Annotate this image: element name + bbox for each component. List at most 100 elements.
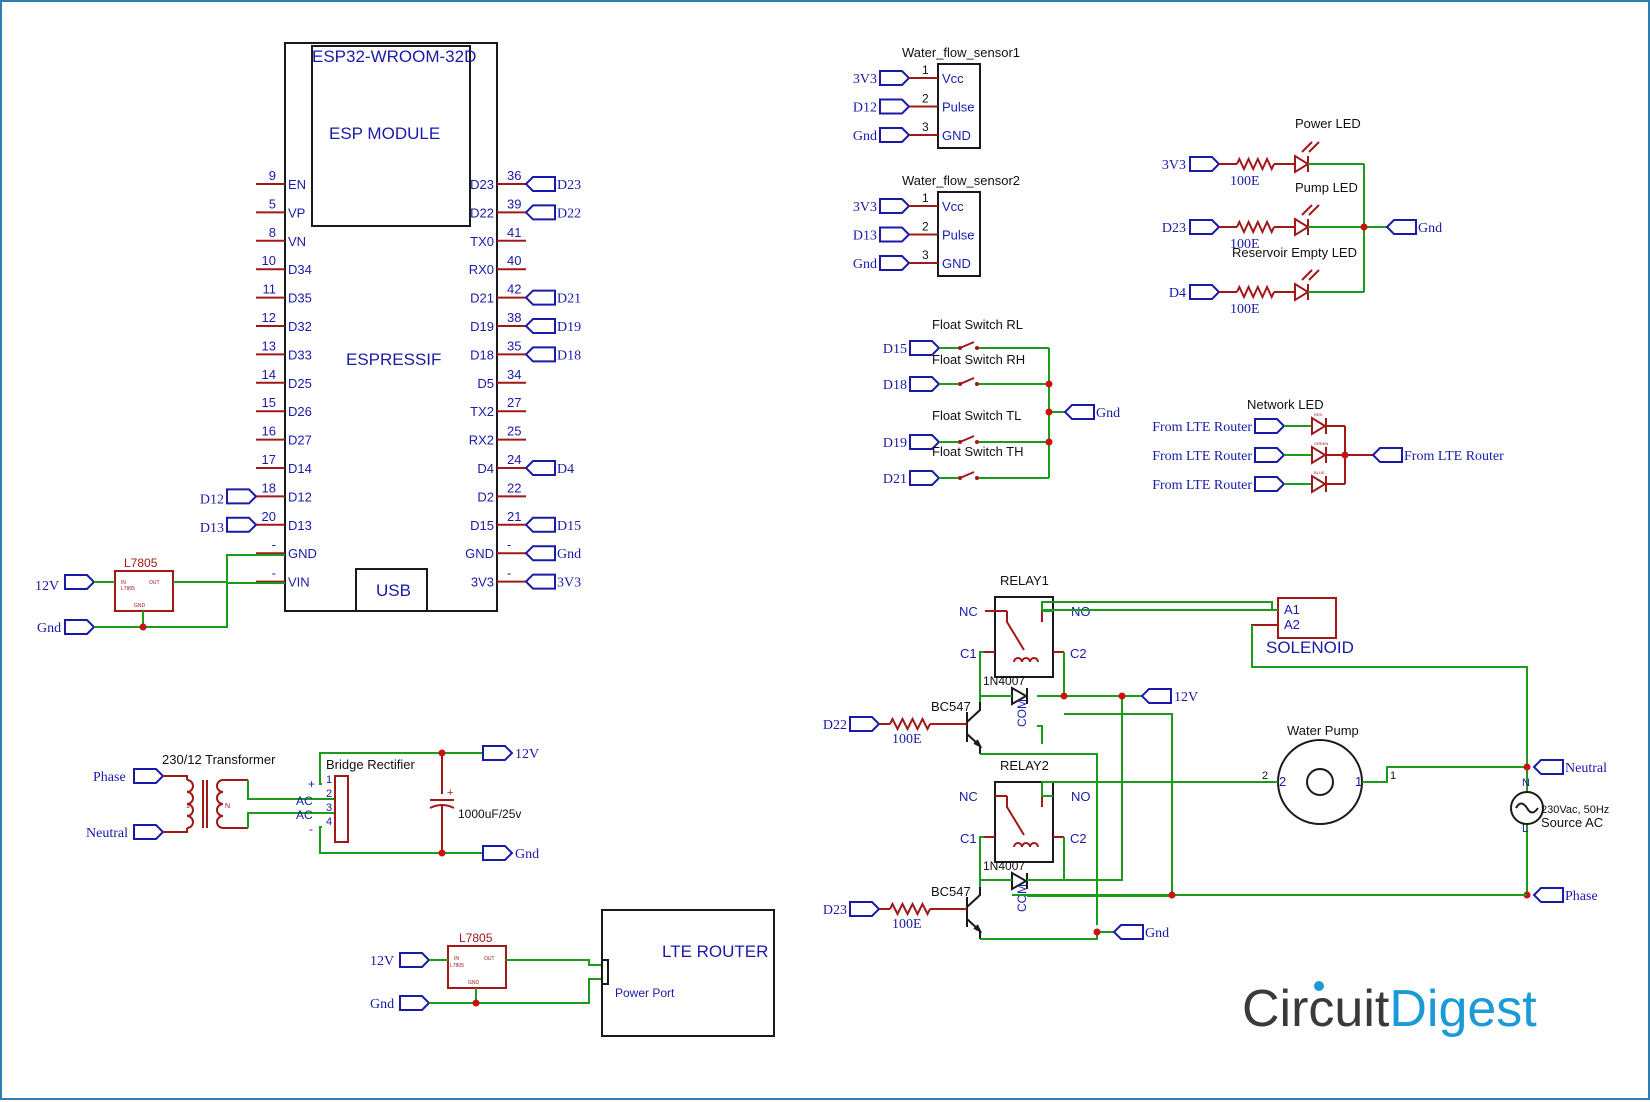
esp-right-port	[524, 545, 556, 562]
relay-res-label: 100E	[892, 732, 922, 747]
esp-right-pin-num: 34	[507, 367, 521, 382]
float-net: D19	[883, 436, 907, 451]
esp-regulator: L7805 IN OUT L7805 GND 12V Gnd	[35, 554, 285, 636]
router-reg-gnd: GND	[468, 980, 480, 986]
rect-pin-4: 4	[326, 816, 332, 828]
esp-right-port	[524, 460, 556, 476]
led-res-label: 100E	[1230, 174, 1260, 189]
relay-switch	[1006, 611, 1043, 651]
router-reg-out: OUT	[484, 956, 495, 962]
esp-left-pin-num: 17	[262, 452, 276, 467]
float-label: Float Switch RL	[932, 317, 1023, 332]
sensor-pin-name: Vcc	[942, 199, 964, 214]
led-net: 3V3	[1162, 158, 1186, 173]
sensor-net: Gnd	[853, 129, 877, 144]
esp-right-pin-name: D22	[470, 205, 494, 220]
reg1-in: IN	[121, 580, 126, 586]
network-input: From LTE Router	[1152, 449, 1252, 464]
sensor-net: D13	[853, 229, 877, 244]
water-flow-sensors: Water_flow_sensor11Vcc3V32PulseD123GNDGn…	[853, 45, 1020, 277]
junction-dot	[1045, 380, 1053, 388]
relay-coil	[1013, 657, 1039, 663]
esp-left-pin-name: D35	[288, 291, 312, 306]
network-color: GREEN	[1314, 441, 1328, 446]
junction-dot	[1045, 408, 1053, 416]
esp-left-pin-name: D26	[288, 404, 312, 419]
esp-right-pin-num: -	[507, 537, 511, 552]
svg-text:1: 1	[186, 803, 190, 810]
esp-left-pins: 9EN5VP8VN10D3411D3512D3213D3314D2515D261…	[200, 168, 317, 590]
esp-right-pin-num: -	[507, 566, 511, 581]
sensor-pin-name: GND	[942, 128, 971, 143]
esp-right-pin-num: 41	[507, 225, 521, 240]
pump-rotor	[1306, 768, 1334, 796]
esp-left-pin-name: GND	[288, 546, 317, 561]
float-contact	[959, 471, 975, 479]
esp-right-pin-num: 21	[507, 509, 521, 524]
esp-right-pin-name: D15	[470, 518, 494, 533]
relay-in-port	[849, 716, 881, 732]
network-output: From LTE Router	[1404, 449, 1504, 464]
relay-12v-label: 12V	[1174, 690, 1198, 705]
sensor-pin-num: 1	[922, 191, 929, 205]
float-net: D15	[883, 342, 907, 357]
sensor-pin-name: Pulse	[942, 228, 975, 243]
ac-source-rating: 230Vac, 50Hz	[1541, 804, 1609, 816]
relay-c1: C1	[960, 646, 977, 661]
relay-transistor: BC547	[931, 884, 971, 899]
router-title: LTE ROUTER	[662, 942, 768, 961]
esp-module-label: ESP MODULE	[329, 124, 440, 143]
esp-right-pin-name: D4	[477, 461, 494, 476]
esp-left-pin-name: D25	[288, 376, 312, 391]
esp-left-pin-name: D27	[288, 433, 312, 448]
relay-resistor	[889, 716, 931, 732]
network-out-port	[1371, 447, 1403, 463]
transformer-label: 230/12 Transformer	[162, 752, 276, 767]
pump-body	[1277, 739, 1363, 825]
relay-nc: NC	[959, 604, 978, 619]
esp-vendor-label: ESPRESSIF	[346, 350, 441, 369]
esp-left-pin-num: 11	[263, 282, 277, 297]
rect-pin-3: 3	[326, 802, 332, 814]
ac-l: L	[1522, 823, 1528, 835]
esp32-module: ESP32-WROOM-32D ESP MODULE ESPRESSIF USB…	[200, 42, 581, 612]
relay-gnd-label: Gnd	[1145, 926, 1169, 941]
junction-dot	[1168, 891, 1176, 899]
esp-left-pin-name: VN	[288, 234, 306, 249]
esp-right-net: Gnd	[557, 547, 581, 562]
ac-n: N	[1522, 777, 1530, 789]
esp-right-net: D15	[557, 519, 581, 534]
pump-label: Water Pump	[1287, 723, 1359, 738]
esp-right-pin-name: RX0	[469, 262, 494, 277]
rectifier-label: Bridge Rectifier	[326, 757, 416, 772]
sensor-port	[879, 226, 911, 243]
relay-res-label: 100E	[892, 917, 922, 932]
pump-pin-2: 2	[1279, 774, 1286, 789]
relay-c2: C2	[1070, 831, 1087, 846]
esp-right-port	[524, 289, 556, 306]
esp-right-pin-num: 36	[507, 168, 521, 183]
junction-dot	[1045, 438, 1053, 446]
reg1-name: L7805	[124, 556, 158, 570]
esp-right-pin-name: D19	[470, 319, 494, 334]
led-resistor	[1236, 219, 1275, 235]
router-net-gnd: Gnd	[370, 997, 394, 1012]
reg1-out: OUT	[149, 580, 160, 586]
sensor-pin-num: 3	[922, 248, 929, 262]
esp-left-pin-num: 15	[262, 395, 276, 410]
relay-coil	[1013, 842, 1039, 848]
rect-ac1: AC	[296, 794, 313, 808]
relay-no: NO	[1071, 789, 1091, 804]
pump-pin-1b: 1	[1390, 770, 1396, 782]
float-gnd-port	[1063, 404, 1095, 420]
esp-left-pin-name: D33	[288, 347, 312, 362]
reg1-net-in: 12V	[35, 579, 59, 594]
network-diode	[1311, 474, 1327, 494]
relay-diode-label: 1N4007	[983, 859, 1025, 873]
sensor-port	[879, 70, 911, 86]
ac-phase-port	[1532, 887, 1564, 903]
solenoid-a2: A2	[1284, 617, 1300, 632]
relay-name: RELAY2	[1000, 758, 1049, 773]
esp-left-pin-num: 16	[262, 424, 276, 439]
